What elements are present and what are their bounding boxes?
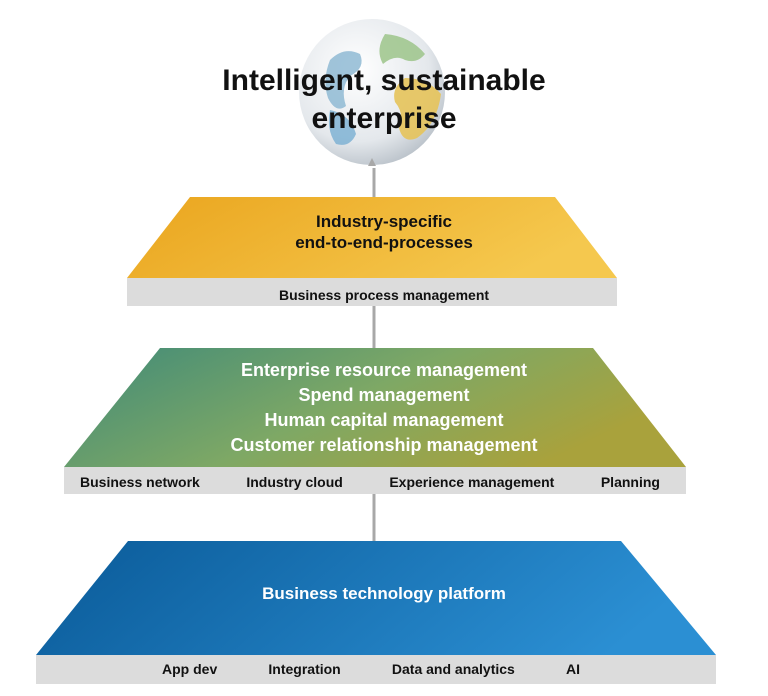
title-line-2: enterprise [311, 102, 457, 135]
layer-middle-line: Human capital management [264, 410, 504, 430]
globe-icon [299, 19, 445, 166]
layer-middle-line: Spend management [298, 385, 470, 405]
layer-bottom [36, 541, 716, 684]
diagram-title: Intelligent, sustainable enterprise [0, 62, 768, 138]
layer-middle-line: Customer relationship management [230, 435, 538, 455]
bar-item-app-dev: App dev [162, 661, 218, 677]
layer-top [127, 197, 617, 306]
bar-item-business-network: Business network [80, 474, 200, 490]
layer-middle-line: Enterprise resource management [240, 360, 528, 380]
layer-middle-label: Enterprise resource management Spend man… [0, 358, 768, 458]
layer-middle [64, 348, 686, 494]
layer-top-line: Industry-specific [315, 212, 453, 231]
layer-bottom-label: Business technology platform [262, 584, 506, 603]
layer-bottom-trapezoid [36, 541, 716, 655]
layer-top-bar-item: Business process management [278, 287, 490, 303]
layer-top-line: end-to-end-processes [295, 233, 473, 252]
layer-bottom-bar [36, 655, 716, 684]
bar-item-data-and-analytics: Data and analytics [391, 661, 515, 677]
bar-item-experience-management: Experience management [389, 474, 555, 490]
layer-top-trapezoid [127, 197, 617, 278]
layer-bottom-bar-items: App dev Integration Data and analytics A… [162, 660, 580, 678]
layer-middle-bar [64, 467, 686, 494]
bar-item-integration: Integration [268, 661, 341, 677]
bar-item-planning: Planning [600, 474, 660, 490]
title-line-1: Intelligent, sustainable [222, 64, 546, 97]
layer-middle-bar-items: Business network Industry cloud Experien… [80, 473, 660, 491]
layer-middle-trapezoid [64, 348, 686, 467]
bar-item-industry-cloud: Industry cloud [246, 474, 343, 490]
layer-top-bar [127, 278, 617, 306]
layer-top-label: Industry-specific end-to-end-processes [0, 211, 768, 253]
bar-item-ai: AI [565, 661, 580, 677]
